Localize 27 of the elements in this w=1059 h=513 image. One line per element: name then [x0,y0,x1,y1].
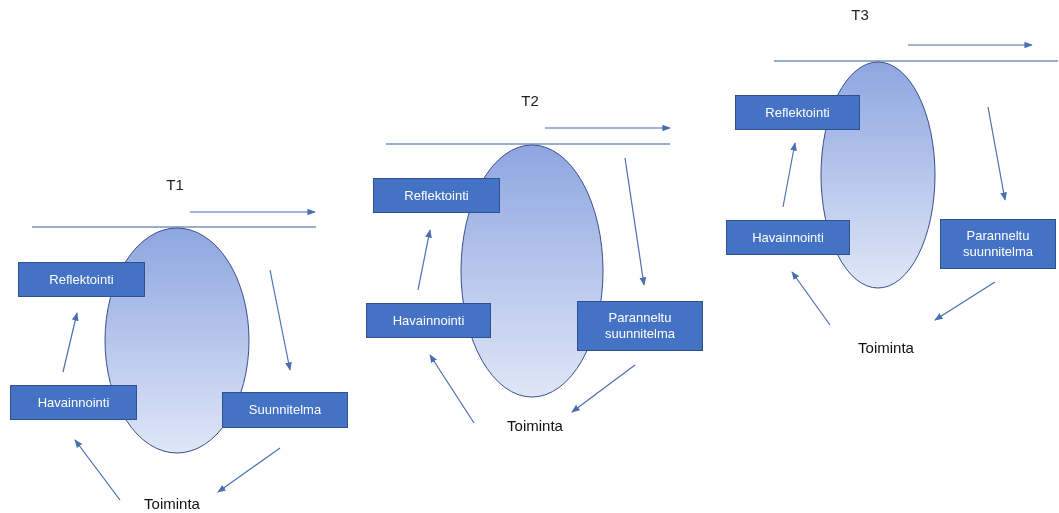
step-box: Havainnointi [366,303,491,338]
step-box: Reflektointi [735,95,860,130]
arrow [74,439,121,501]
step-box: Suunnitelma [222,392,348,428]
arrow [269,269,292,371]
time-label: T3 [851,6,869,23]
arrow [571,364,636,413]
step-box: Paranneltu suunnitelma [577,301,703,351]
step-label: Toiminta [846,339,926,359]
step-box: Reflektointi [373,178,500,213]
arrow [987,106,1007,201]
time-label: T2 [521,92,539,109]
arrow [624,157,647,286]
arrow [934,281,996,321]
arrow [62,312,79,373]
arrow [791,271,831,326]
step-box: Paranneltu suunnitelma [940,219,1056,269]
arrow [429,354,475,424]
step-box: Reflektointi [18,262,145,297]
step-label: Toiminta [495,417,575,437]
time-label: T1 [166,176,184,193]
step-label: Toiminta [132,495,212,513]
arrow [217,447,281,493]
arrow [782,142,797,208]
step-box: Havainnointi [10,385,137,420]
arrow [417,229,432,291]
step-box: Havainnointi [726,220,850,255]
